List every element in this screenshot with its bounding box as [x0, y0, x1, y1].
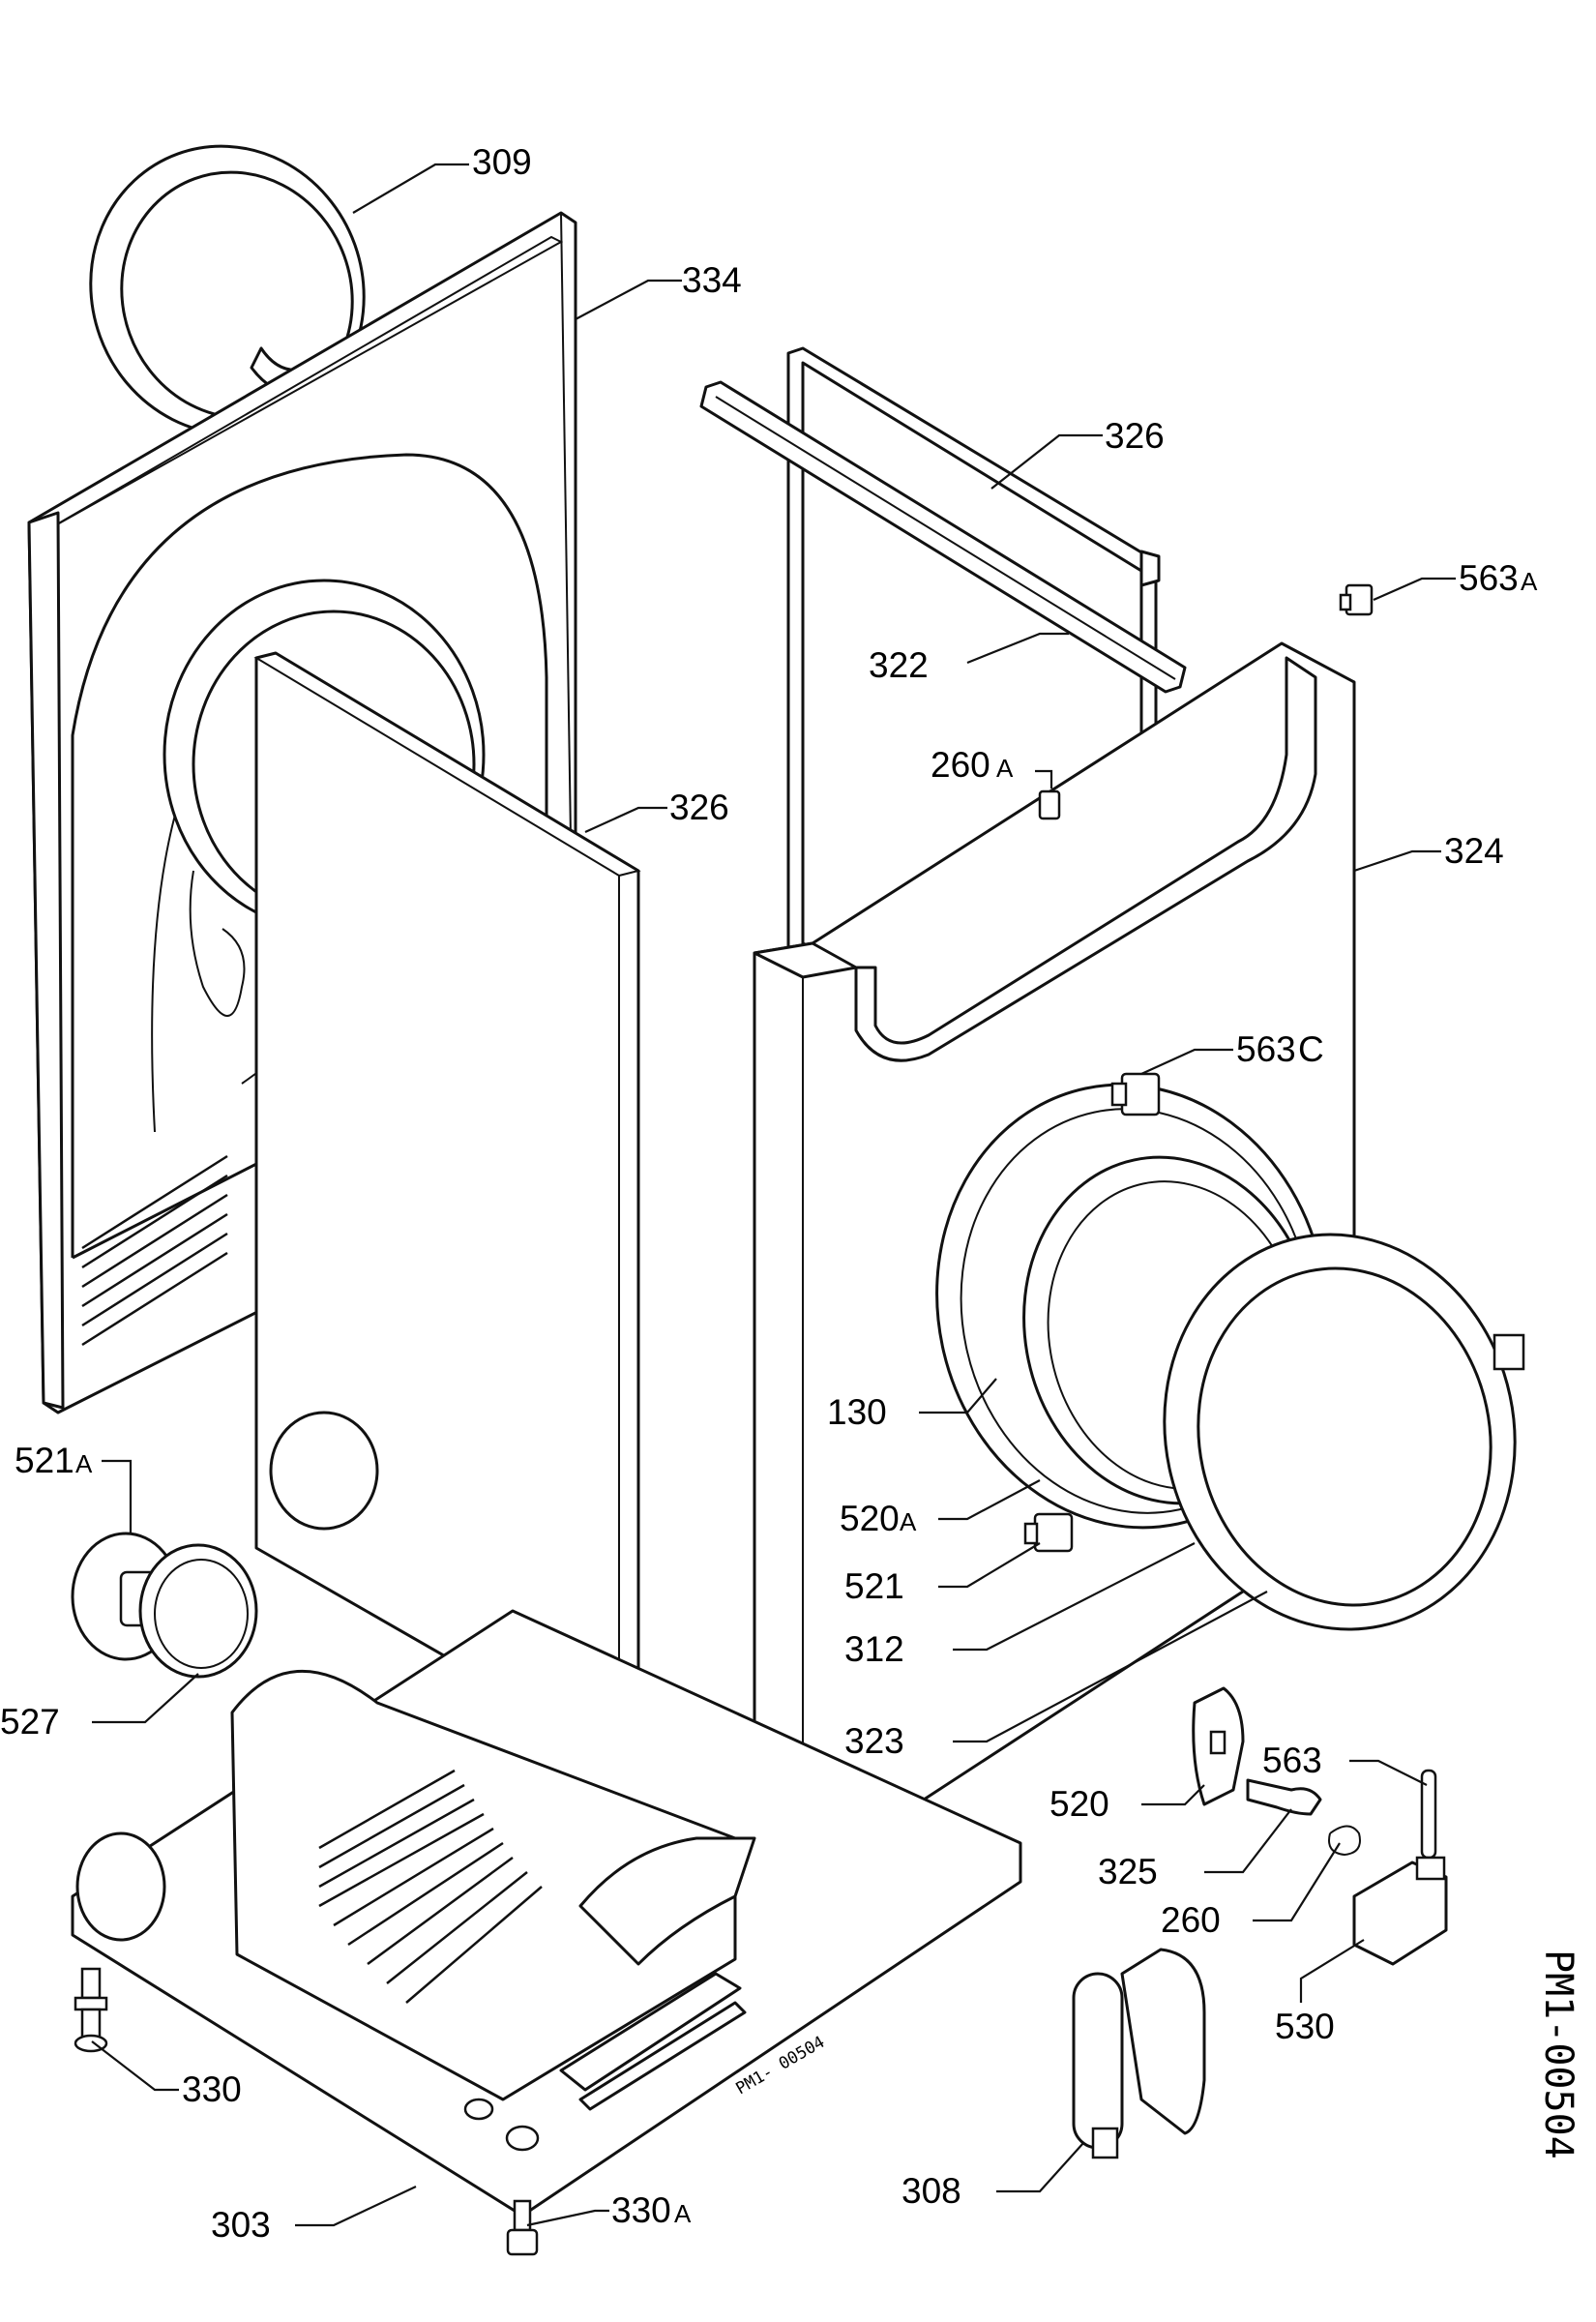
part-527-filter-ring: [138, 1543, 258, 1679]
label-563c: 563 C: [1236, 1029, 1324, 1069]
part-309-seal-ring: [89, 144, 366, 436]
part-308-hinge: [1072, 1948, 1206, 2159]
label-323: 323: [844, 1721, 904, 1761]
base-plate-vent-slots: [318, 1769, 543, 2004]
part-530-hinge-bracket: [1352, 1856, 1448, 1966]
part-312-door-ring: [1163, 1233, 1525, 1631]
label-520a: 520 A: [840, 1499, 917, 1538]
label-308: 308: [901, 2171, 961, 2211]
part-330a-foot: [506, 2199, 539, 2256]
part-303-base-plate: [71, 1609, 1022, 2218]
svg-text:563: 563: [1236, 1029, 1296, 1069]
svg-text:520: 520: [840, 1499, 900, 1538]
part-325-latch-arm: [1246, 1778, 1322, 1816]
label-324: 324: [1444, 831, 1504, 871]
svg-text:A: A: [900, 1507, 917, 1536]
part-521-latch: [1023, 1512, 1074, 1553]
label-325: 325: [1098, 1852, 1158, 1891]
svg-text:A: A: [996, 754, 1014, 783]
part-330-foot: [74, 1967, 108, 2053]
svg-text:C: C: [1298, 1029, 1324, 1069]
back-panel-vent-slots: [81, 1154, 228, 1347]
svg-text:A: A: [1521, 567, 1538, 596]
label-330: 330: [182, 2069, 242, 2109]
label-527: 527: [0, 1702, 60, 1742]
label-520: 520: [1049, 1784, 1109, 1824]
part-326-side-panel-left: [253, 651, 641, 1763]
drawing-reference-number: PM1-00504: [1536, 1950, 1581, 2159]
label-563: 563: [1262, 1741, 1322, 1780]
label-312: 312: [844, 1629, 904, 1669]
svg-text:A: A: [75, 1449, 93, 1478]
svg-text:260: 260: [931, 745, 990, 785]
label-309: 309: [472, 142, 532, 182]
part-260-spring: [1328, 1825, 1361, 1857]
svg-text:330: 330: [611, 2190, 671, 2230]
label-260: 260: [1161, 1900, 1221, 1940]
svg-text:521: 521: [15, 1441, 74, 1480]
part-563c-clip: [1110, 1072, 1161, 1116]
label-303: 303: [211, 2205, 271, 2245]
label-530: 530: [1275, 2007, 1335, 2046]
part-520-lock-plate: [1192, 1686, 1245, 1806]
part-260a-clip: [1038, 789, 1061, 820]
label-326-mid: 326: [669, 788, 729, 827]
label-330a: 330 A: [611, 2190, 692, 2230]
label-563a: 563 A: [1459, 558, 1538, 598]
label-130: 130: [827, 1392, 887, 1432]
label-322: 322: [869, 645, 929, 685]
svg-text:A: A: [674, 2199, 692, 2228]
label-326-top: 326: [1105, 416, 1165, 456]
label-521: 521: [844, 1566, 904, 1606]
label-521a: 521 A: [15, 1441, 93, 1480]
leader-lines: [91, 163, 1456, 2227]
svg-text:563: 563: [1459, 558, 1519, 598]
label-260a: 260 A: [931, 745, 1014, 785]
part-322-top-rail: [699, 380, 1187, 694]
part-563a-clip: [1339, 583, 1374, 616]
label-334: 334: [682, 260, 742, 300]
